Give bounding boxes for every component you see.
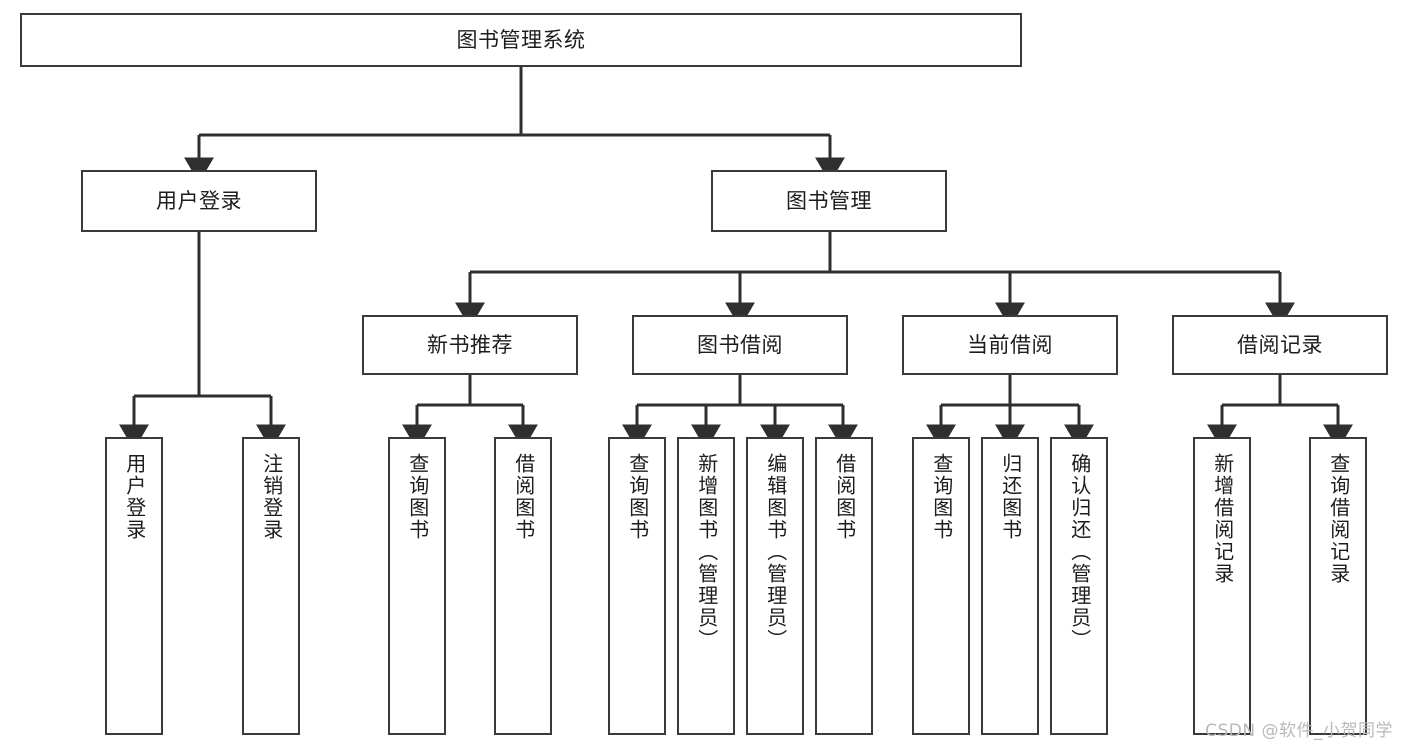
node-leaf-edit-book-label: 编辑图书（管理员） (763, 453, 788, 651)
node-borrow-record[interactable]: 借阅记录 (1172, 315, 1388, 375)
node-leaf-user-login-label: 用户登录 (122, 453, 147, 541)
node-leaf-query-record[interactable]: 查询借阅记录 (1309, 437, 1367, 735)
node-book-borrow[interactable]: 图书借阅 (632, 315, 848, 375)
node-leaf-query-book-1[interactable]: 查询图书 (388, 437, 446, 735)
node-leaf-logout-login[interactable]: 注销登录 (242, 437, 300, 735)
node-leaf-edit-book[interactable]: 编辑图书（管理员） (746, 437, 804, 735)
csdn-watermark: CSDN @软件_小贺同学 (1205, 721, 1393, 741)
node-leaf-add-record[interactable]: 新增借阅记录 (1193, 437, 1251, 735)
node-leaf-add-book[interactable]: 新增图书（管理员） (677, 437, 735, 735)
node-leaf-query-record-label: 查询借阅记录 (1326, 453, 1351, 585)
node-book-borrow-label: 图书借阅 (697, 332, 783, 357)
node-new-book-recommend-label: 新书推荐 (427, 332, 513, 357)
node-leaf-borrow-book-1-label: 借阅图书 (511, 453, 536, 541)
node-book-manage[interactable]: 图书管理 (711, 170, 947, 232)
node-leaf-add-record-label: 新增借阅记录 (1210, 453, 1235, 585)
node-leaf-return-book[interactable]: 归还图书 (981, 437, 1039, 735)
node-leaf-logout-login-label: 注销登录 (259, 453, 284, 541)
node-new-book-recommend[interactable]: 新书推荐 (362, 315, 578, 375)
node-leaf-query-book-3[interactable]: 查询图书 (912, 437, 970, 735)
node-leaf-add-book-label: 新增图书（管理员） (694, 453, 719, 651)
node-leaf-borrow-book-1[interactable]: 借阅图书 (494, 437, 552, 735)
node-user-login-label: 用户登录 (156, 188, 242, 213)
node-leaf-borrow-book-2-label: 借阅图书 (832, 453, 857, 541)
node-current-borrow[interactable]: 当前借阅 (902, 315, 1118, 375)
node-leaf-query-book-1-label: 查询图书 (405, 453, 430, 541)
node-leaf-query-book-2-label: 查询图书 (625, 453, 650, 541)
node-leaf-query-book-2[interactable]: 查询图书 (608, 437, 666, 735)
node-root-label: 图书管理系统 (456, 27, 586, 52)
node-leaf-query-book-3-label: 查询图书 (929, 453, 954, 541)
node-borrow-record-label: 借阅记录 (1237, 332, 1323, 357)
node-leaf-return-book-label: 归还图书 (998, 453, 1023, 541)
node-book-manage-label: 图书管理 (786, 188, 872, 213)
node-user-login[interactable]: 用户登录 (81, 170, 317, 232)
node-root[interactable]: 图书管理系统 (20, 13, 1022, 67)
node-current-borrow-label: 当前借阅 (967, 332, 1053, 357)
node-leaf-user-login[interactable]: 用户登录 (105, 437, 163, 735)
node-leaf-confirm-return-label: 确认归还（管理员） (1067, 453, 1092, 651)
node-leaf-confirm-return[interactable]: 确认归还（管理员） (1050, 437, 1108, 735)
node-leaf-borrow-book-2[interactable]: 借阅图书 (815, 437, 873, 735)
